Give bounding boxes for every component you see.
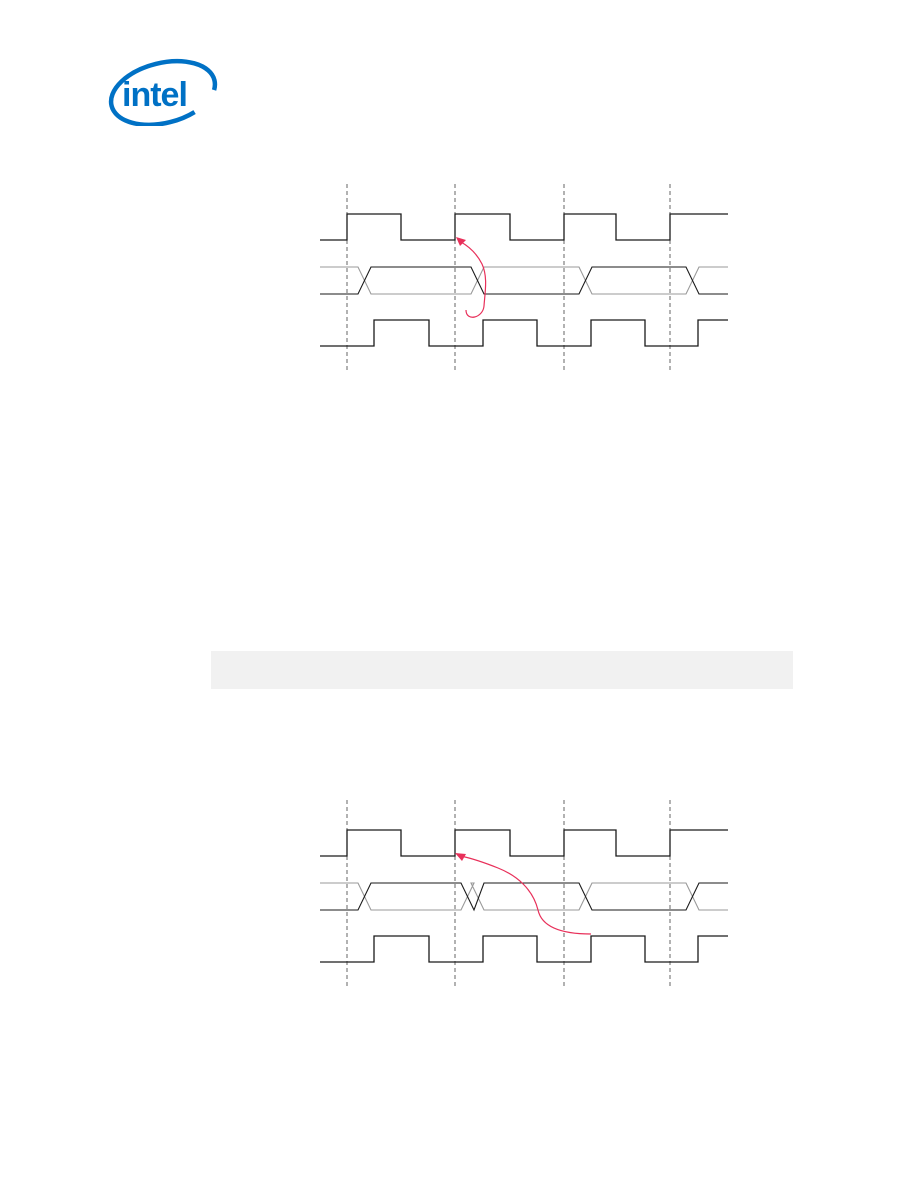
clock-signal-2 xyxy=(320,319,728,347)
timing-arrow xyxy=(456,237,487,318)
grid-lines xyxy=(346,184,671,372)
shaded-table-header xyxy=(211,651,793,689)
clock-signal-1 xyxy=(320,829,728,857)
timing-diagram-bottom xyxy=(320,800,728,988)
data-bus-signal xyxy=(320,266,728,295)
clock-signal-2 xyxy=(320,935,728,963)
clock-signal-1 xyxy=(320,213,728,241)
timing-diagram-top xyxy=(320,184,728,372)
timing-arrow xyxy=(455,853,592,935)
intel-logo: intel xyxy=(108,58,218,126)
intel-logo-text: intel xyxy=(122,76,187,114)
grid-lines xyxy=(346,800,671,988)
data-bus-signal xyxy=(320,882,728,912)
